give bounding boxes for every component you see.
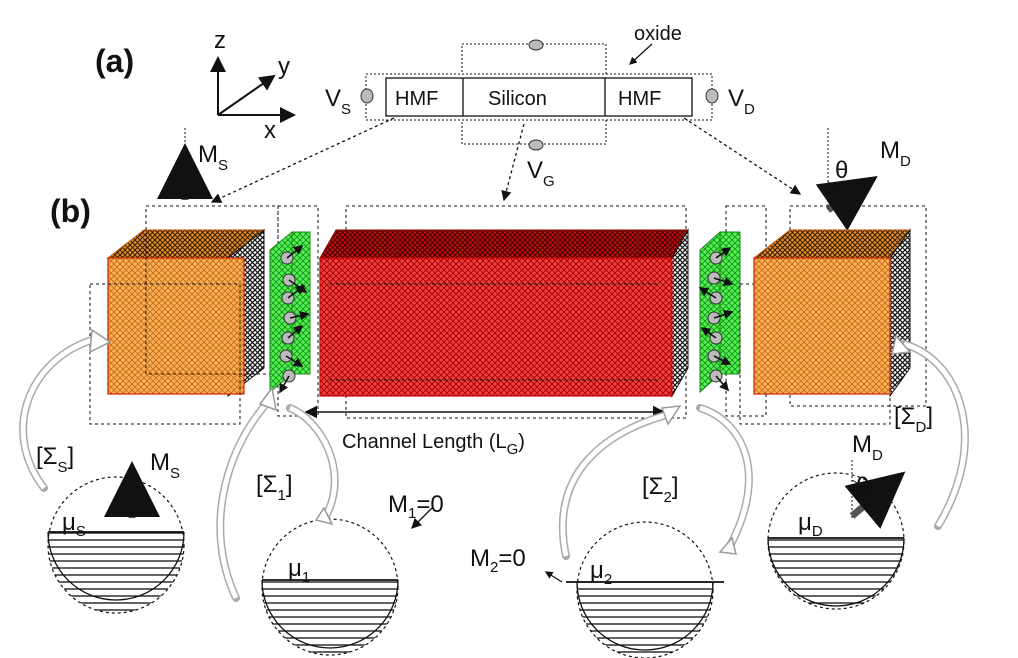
reservoir-drain xyxy=(767,460,906,610)
axis-z-label: z xyxy=(214,27,226,54)
interface-2-spins xyxy=(698,247,734,392)
coupling-arrows xyxy=(19,336,969,602)
reservoir-1 xyxy=(261,507,433,656)
md-reservoir-label: MD xyxy=(852,431,883,464)
ms-label: MS xyxy=(198,141,228,174)
projection-arrows xyxy=(210,117,802,203)
mu-s-label: μS xyxy=(62,509,86,540)
coupling-arrowheads xyxy=(89,328,912,555)
vs-label: VS xyxy=(325,85,351,118)
theta-top-label: θ xyxy=(835,157,848,184)
interface-1-spins xyxy=(279,245,310,394)
theta-reservoir-label: θ xyxy=(856,473,869,500)
sigma-1-label: [Σ1] xyxy=(256,471,293,504)
md-top-label: MD xyxy=(880,137,911,170)
panel-b-label: (b) xyxy=(50,193,91,229)
hmf-left-label: HMF xyxy=(395,88,438,110)
device-cross-section xyxy=(360,39,719,151)
silicon-label: Silicon xyxy=(488,88,547,110)
mu-d-label: μD xyxy=(798,509,823,540)
axes-icon xyxy=(210,56,296,123)
m1-label: M1=0 xyxy=(388,491,444,522)
vg-label: VG xyxy=(527,157,555,190)
vd-label: VD xyxy=(728,85,755,118)
silicon-channel xyxy=(319,205,689,419)
sigma-d-label: [ΣD] xyxy=(894,403,933,436)
reservoir-source xyxy=(47,461,185,614)
hmf-right-label: HMF xyxy=(618,88,661,110)
ms-reservoir-label: MS xyxy=(150,449,180,482)
channel-length-label: Channel Length (LG) xyxy=(342,431,525,458)
m2-label: M2=0 xyxy=(470,545,526,576)
mu-1-label: μ1 xyxy=(288,555,310,586)
panel-a-label: (a) xyxy=(95,43,134,79)
oxide-label: oxide xyxy=(634,23,682,45)
source-contact xyxy=(89,205,279,425)
md-arrow-icon xyxy=(815,176,878,231)
axis-y-label: y xyxy=(278,53,290,80)
reservoir-2 xyxy=(544,521,724,658)
axis-x-label: x xyxy=(264,117,276,144)
interface-1-slab xyxy=(269,205,319,417)
mu-2-label: μ2 xyxy=(590,557,612,588)
sigma-s-label: [ΣS] xyxy=(36,443,74,476)
sigma-2-label: [Σ2] xyxy=(642,473,679,506)
drain-contact xyxy=(739,205,927,425)
